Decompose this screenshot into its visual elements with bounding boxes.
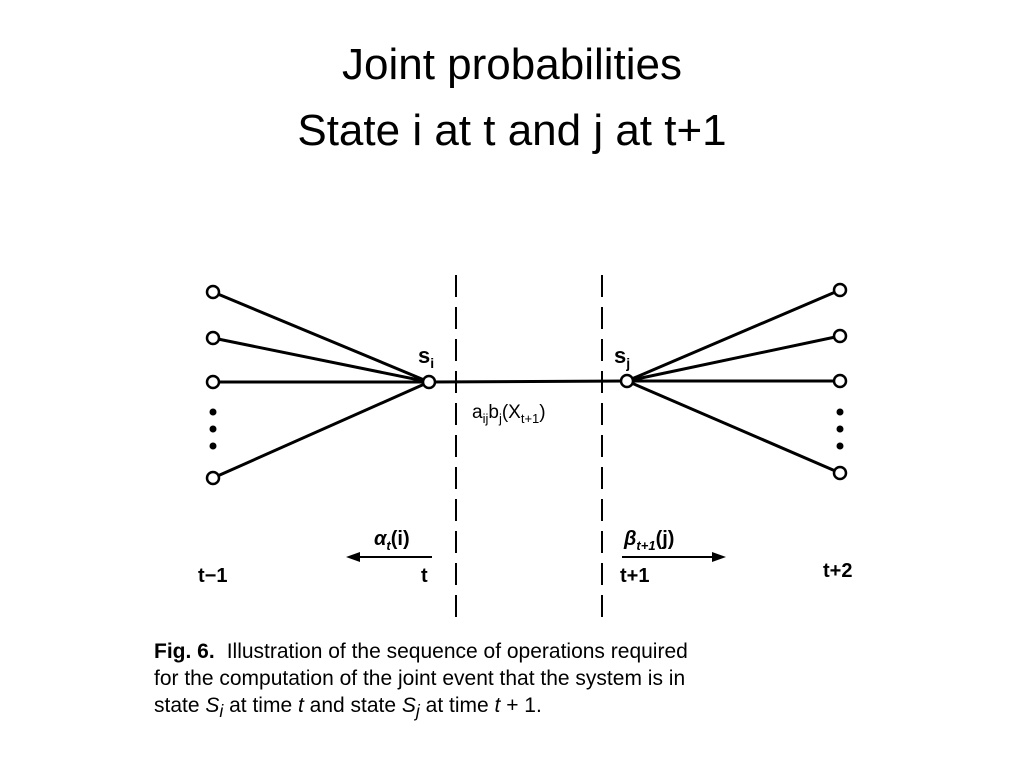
state-node <box>832 282 848 298</box>
state-node-si <box>421 374 437 390</box>
state-node <box>832 328 848 344</box>
left-nodes <box>205 284 221 486</box>
time-label-t2: t+2 <box>823 560 852 582</box>
time-label-tm1: t−1 <box>198 565 227 587</box>
state-node <box>832 465 848 481</box>
figure-number: Fig. 6. <box>154 640 215 663</box>
figure-caption: Fig. 6.Illustration of the sequence of o… <box>154 638 854 725</box>
state-node <box>205 374 221 390</box>
left-edges <box>212 290 430 480</box>
state-node <box>205 470 221 486</box>
beta-arrow-head <box>712 552 726 562</box>
right-edges <box>626 288 841 475</box>
state-label-sj: sj <box>614 343 630 371</box>
edge <box>212 336 430 384</box>
state-label-si: si <box>418 343 434 371</box>
edge <box>626 288 841 383</box>
title-line-2: State i at t and j at t+1 <box>297 106 727 155</box>
caption-line-3: state Si at time t and state Sj at time … <box>154 694 542 722</box>
state-node <box>832 373 848 389</box>
edge <box>626 379 841 475</box>
caption-line-2: for the computation of the joint event t… <box>154 667 686 690</box>
title-line-1: Joint probabilities <box>342 40 682 89</box>
ellipsis-right <box>836 408 844 450</box>
state-node <box>205 284 221 300</box>
time-label-t1: t+1 <box>620 565 649 587</box>
caption-line-1: Fig. 6.Illustration of the sequence of o… <box>154 640 688 663</box>
edge <box>212 290 430 384</box>
alpha-arrow-head <box>346 552 360 562</box>
time-label-t: t <box>421 565 428 587</box>
transition-edge <box>428 379 628 384</box>
state-node-sj <box>619 373 635 389</box>
edge <box>212 380 430 480</box>
alpha-label: αt(i) <box>374 528 410 553</box>
edge <box>626 334 841 383</box>
state-node <box>205 330 221 346</box>
slide-title: Joint probabilities State i at t and j a… <box>0 32 1024 164</box>
beta-label: βt+1(j) <box>623 528 674 553</box>
ellipsis-left <box>209 408 217 450</box>
right-nodes <box>832 282 848 481</box>
transition-label: aijbj(Xt+1) <box>472 402 546 426</box>
